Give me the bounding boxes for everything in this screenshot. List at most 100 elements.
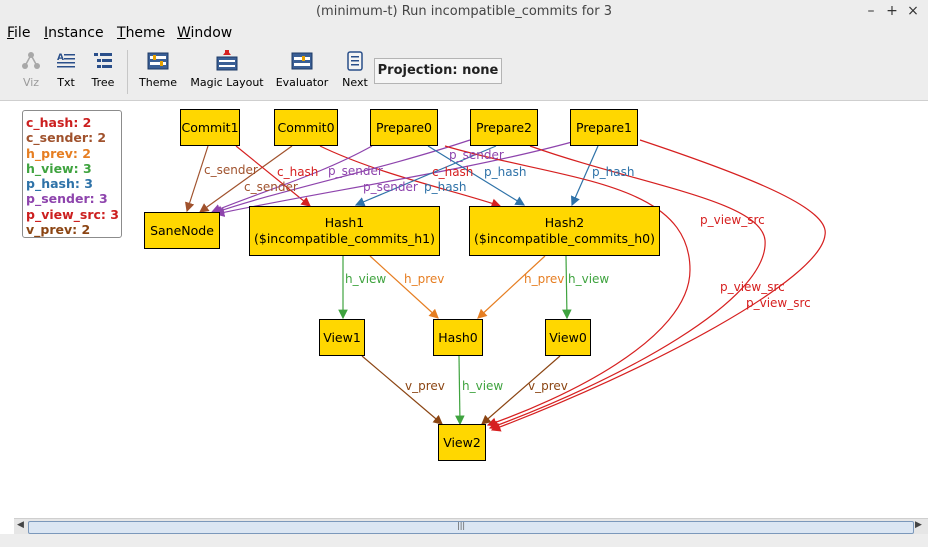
status-strip — [0, 534, 928, 547]
projection-button[interactable]: Projection: none — [374, 58, 502, 84]
edge-label: p_hash — [424, 180, 466, 194]
next-label: Next — [342, 76, 368, 89]
edge-label: v_prev — [528, 379, 568, 393]
viz-button[interactable]: Viz — [16, 48, 46, 96]
scroll-right-icon[interactable]: ▶ — [915, 520, 922, 530]
legend-item: v_prev: 2 — [26, 222, 91, 238]
maximize-button[interactable]: + — [886, 3, 898, 19]
edge-label: p_view_src — [720, 280, 785, 294]
tree-button[interactable]: Tree — [88, 48, 118, 96]
viz-label: Viz — [22, 76, 40, 89]
horizontal-scrollbar[interactable]: ◀ ||| ▶ — [14, 518, 928, 535]
node-hash2[interactable]: Hash2 ($incompatible_commits_h0) — [469, 206, 660, 256]
node-view1[interactable]: View1 — [319, 319, 365, 356]
legend-item: h_prev: 2 — [26, 145, 91, 161]
edge-p-hash-prepare1 — [570, 145, 599, 207]
edge-label: h_prev — [524, 272, 564, 286]
theme-button[interactable]: Theme — [136, 48, 180, 96]
node-prepare0[interactable]: Prepare0 — [370, 109, 438, 146]
menu-theme[interactable]: Theme — [117, 25, 165, 41]
node-hash1[interactable]: Hash1 ($incompatible_commits_h1) — [249, 206, 440, 256]
txt-button[interactable]: A Txt — [52, 48, 80, 96]
tree-label: Tree — [91, 76, 115, 89]
edge-label: p_sender — [363, 180, 418, 194]
menu-file[interactable]: File — [7, 25, 30, 41]
edge-v-prev-view1 — [361, 355, 443, 425]
edge-label: h_view — [568, 272, 609, 286]
tree-icon — [94, 53, 112, 68]
node-view0[interactable]: View0 — [545, 319, 591, 356]
legend-item: p_hash: 3 — [26, 176, 93, 192]
menu-window-label: Window — [177, 25, 233, 41]
edge-label: h_prev — [404, 272, 444, 286]
menu-theme-label: Theme — [117, 25, 166, 41]
edge-label: h_view — [345, 272, 386, 286]
edge-label: p_hash — [484, 165, 526, 179]
theme-icon — [147, 52, 169, 70]
edge-h-prev-hash1 — [369, 255, 439, 319]
edge-c-hash-commit0 — [319, 145, 502, 208]
node-hash0[interactable]: Hash0 — [433, 319, 483, 356]
edge-h-view-hash0 — [455, 355, 465, 426]
edge-p-sender-prepare0 — [210, 145, 373, 214]
edge-c-sender-commit1 — [185, 145, 209, 213]
legend-item: p_sender: 3 — [26, 191, 108, 207]
edge-legend: c_hash: 2 c_sender: 2 h_prev: 2 h_view: … — [22, 110, 122, 238]
edge-label: p_sender — [328, 164, 383, 178]
viz-icon — [22, 52, 40, 69]
txt-label: Txt — [57, 76, 75, 89]
edge-v-prev-view0 — [481, 355, 561, 425]
node-prepare2[interactable]: Prepare2 — [470, 109, 538, 146]
edge-label: c_hash — [432, 165, 473, 179]
evaluator-button[interactable]: Evaluator — [273, 48, 331, 96]
menu-window[interactable]: Window — [177, 25, 232, 41]
edge-label: p_sender — [449, 148, 504, 162]
theme-label: Theme — [139, 76, 177, 89]
edge-label: v_prev — [405, 379, 445, 393]
edge-p-view-src-prepare0 — [444, 145, 691, 427]
node-sanenode[interactable]: SaneNode — [144, 212, 220, 249]
evaluator-label: Evaluator — [275, 76, 329, 89]
edge-label: c_sender — [204, 163, 258, 177]
text-icon: A — [57, 53, 75, 68]
edge-label: c_hash — [277, 165, 318, 179]
node-commit0[interactable]: Commit0 — [274, 109, 338, 146]
magic-layout-button[interactable]: Magic Layout — [186, 48, 268, 96]
toolbar-separator — [127, 50, 128, 94]
node-prepare1[interactable]: Prepare1 — [570, 109, 638, 146]
edge-label: p_hash — [592, 165, 634, 179]
legend-item: c_sender: 2 — [26, 130, 107, 146]
menu-bar: File Instance Theme Window — [0, 24, 928, 44]
scroll-left-icon[interactable]: ◀ — [17, 520, 24, 530]
edge-p-hash-prepare0 — [427, 145, 526, 206]
magic-layout-label: Magic Layout — [190, 76, 264, 89]
window-title: (minimum-t) Run incompatible_commits for… — [315, 4, 613, 19]
edge-h-view-hash2 — [562, 255, 572, 320]
edge-label: h_view — [462, 379, 503, 393]
scrollbar-grip-icon: ||| — [457, 521, 466, 530]
scrollbar-thumb[interactable] — [28, 521, 914, 534]
evaluator-icon — [291, 52, 313, 70]
edge-h-prev-hash2 — [477, 255, 546, 319]
legend-item: h_view: 3 — [26, 160, 92, 176]
magic-layout-icon — [216, 50, 238, 71]
edge-c-hash-commit1 — [235, 145, 311, 207]
edge-label: c_sender — [244, 180, 298, 194]
svg-text:A: A — [57, 53, 64, 63]
edge-label: p_view_src — [700, 213, 765, 227]
legend-item: p_view_src: 3 — [26, 206, 119, 222]
close-button[interactable]: × — [907, 3, 919, 19]
next-button[interactable]: Next — [339, 48, 371, 96]
scroll-document-icon — [347, 51, 363, 71]
edge-p-view-src-prepare2 — [488, 145, 766, 430]
minimize-button[interactable]: – — [867, 3, 875, 19]
menu-instance[interactable]: Instance — [44, 25, 104, 41]
node-view2[interactable]: View2 — [438, 424, 486, 461]
toolbar: Viz A Txt Tree Theme Magic Layout — [0, 44, 928, 101]
edge-p-sender-prepare1 — [214, 141, 573, 217]
edge-p-hash-prepare2 — [354, 145, 497, 207]
menu-instance-label: Instance — [44, 25, 104, 41]
node-commit1[interactable]: Commit1 — [180, 109, 240, 146]
edge-label: p_view_src — [746, 296, 811, 310]
